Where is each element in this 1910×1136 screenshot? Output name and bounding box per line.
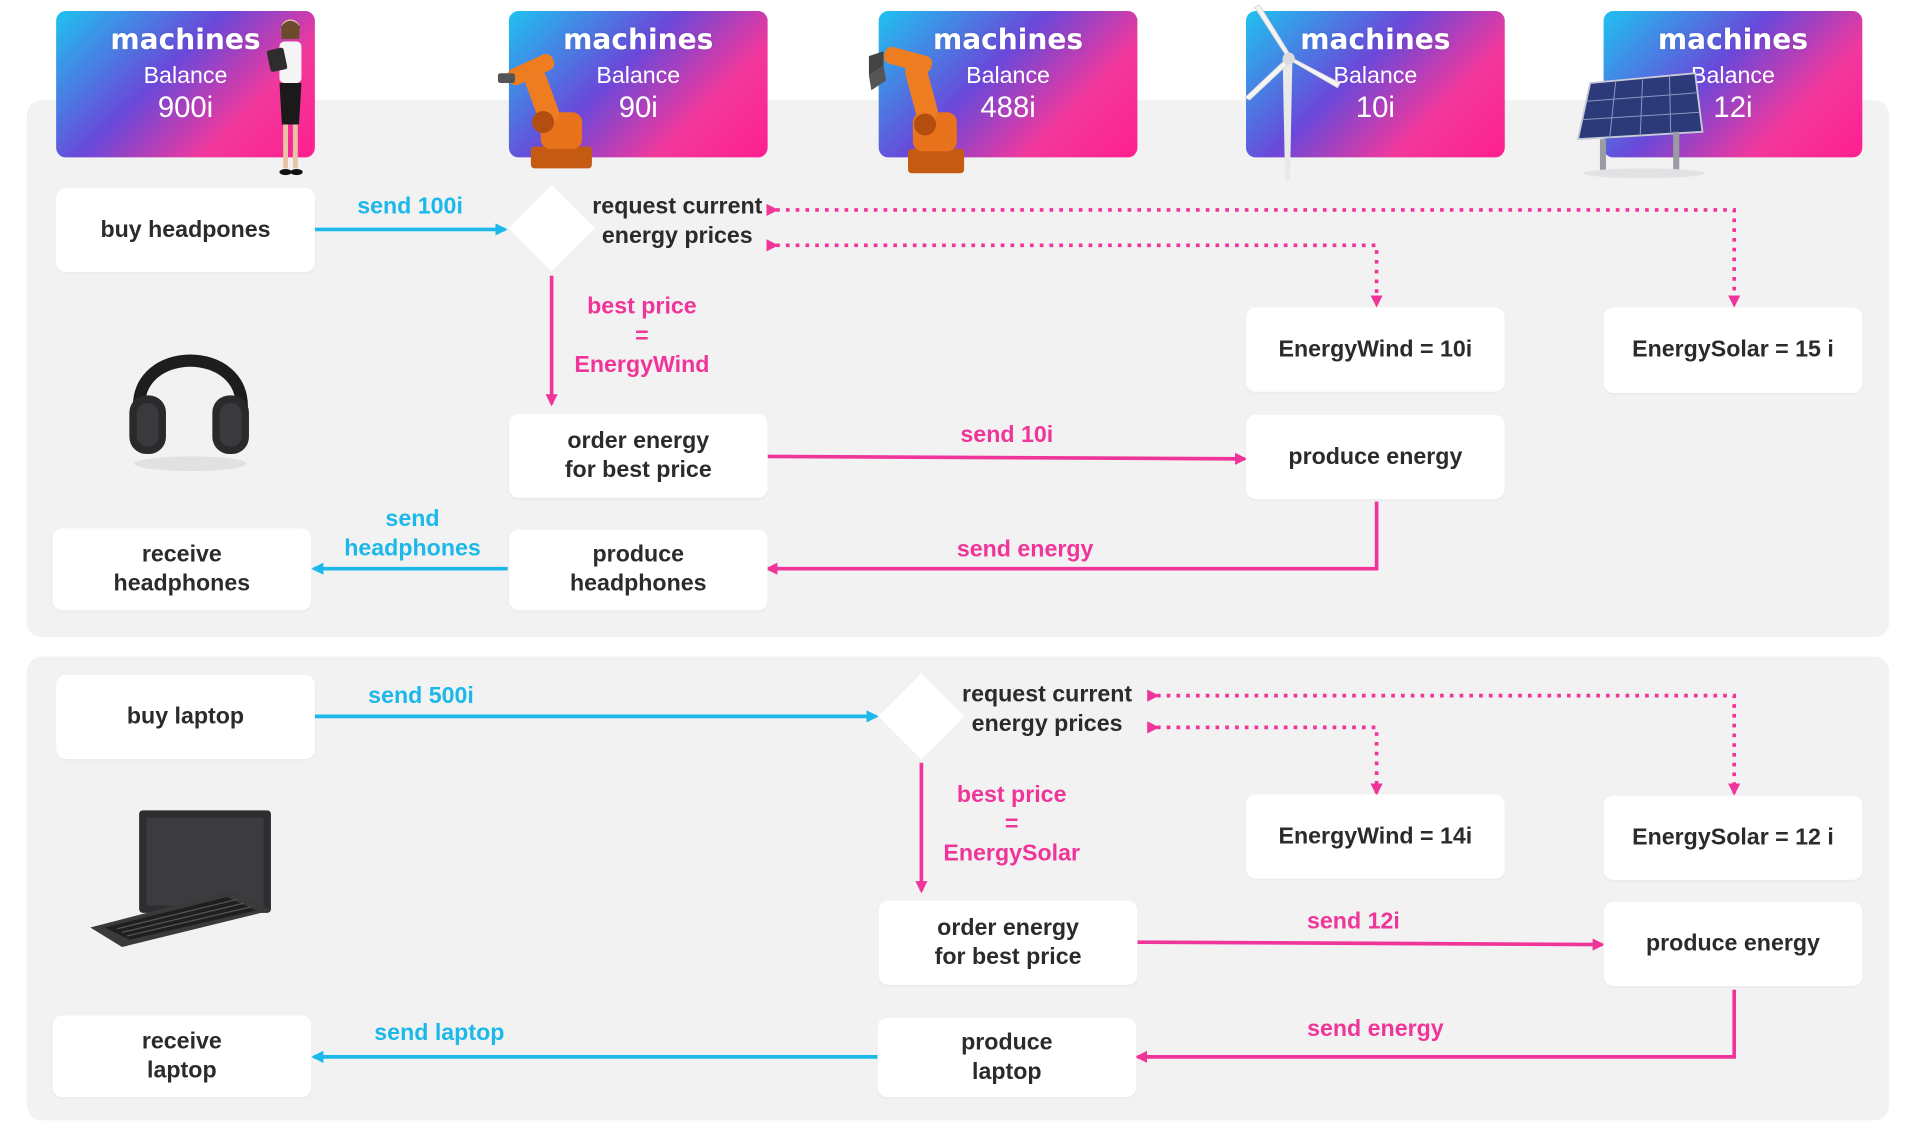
buy-headphones-box: buy headpones — [56, 187, 315, 273]
headphones-flow-panel — [26, 100, 1890, 638]
wind-turbine-icon — [1244, 4, 1341, 181]
send-energy-payment-label: send 10i — [960, 422, 1054, 448]
machines-brand: machines — [1657, 24, 1809, 57]
send-product-label: send headphones — [344, 506, 481, 562]
arrow-energy-to-production-2 — [1134, 989, 1737, 1063]
send-energy-payment-label: send 12i — [1307, 909, 1400, 935]
solar-panel-icon — [1576, 72, 1705, 179]
balance-value: 90i — [618, 91, 658, 125]
energy-wind-price-box: EnergyWind = 14i — [1246, 794, 1505, 879]
balance-label: Balance — [1691, 63, 1775, 90]
best-source-line: EnergyWind — [574, 352, 710, 379]
dotted-arrow-wind-query — [766, 239, 1383, 308]
send-energy-label: send energy — [1307, 1016, 1444, 1043]
machine-card-robot-2: machines Balance 488i — [878, 10, 1138, 158]
robot-arm-icon — [497, 53, 592, 169]
best-price-line: best price — [956, 782, 1067, 808]
machines-brand: machines — [1300, 24, 1451, 57]
equals-line: = — [1004, 811, 1019, 838]
machines-brand: machines — [110, 24, 261, 57]
laptop-icon — [90, 810, 271, 948]
balance-label: Balance — [966, 63, 1050, 90]
woman-with-tablet-icon — [266, 19, 303, 176]
balance-value: 488i — [980, 91, 1036, 125]
best-price-label: best price = EnergyWind — [557, 293, 728, 381]
balance-label: Balance — [596, 63, 681, 90]
balance-label: Balance — [143, 63, 228, 90]
receive-product-box: receive laptop — [52, 1015, 312, 1098]
receive-product-box: receive headphones — [52, 528, 312, 611]
send-product-label: send laptop — [374, 1020, 505, 1046]
best-price-line: best price — [587, 294, 697, 320]
produce-energy-box: produce energy — [1603, 901, 1863, 987]
energy-solar-price-box: EnergySolar = 12 i — [1603, 795, 1863, 880]
dotted-arrow-solar-query-2 — [1147, 689, 1741, 796]
energy-wind-price-box: EnergyWind = 10i — [1246, 307, 1505, 392]
balance-value: 10i — [1355, 91, 1395, 125]
dotted-arrow-wind-query-2 — [1147, 721, 1383, 796]
equals-line: = — [635, 323, 649, 350]
machine-card-robot-1: machines Balance 90i — [508, 10, 768, 158]
energy-solar-price-box: EnergySolar = 15 i — [1603, 307, 1863, 393]
robot-gripper-icon — [868, 46, 965, 174]
arrow-order-to-produce-energy — [767, 452, 1248, 465]
balance-value: 900i — [157, 91, 214, 125]
machines-brand: machines — [932, 24, 1084, 57]
best-source-line: EnergySolar — [943, 840, 1081, 867]
produce-product-box: produce laptop — [877, 1017, 1137, 1098]
machine-card-buyer: machines Balance 900i — [56, 10, 315, 158]
order-energy-box: order energy for best price — [878, 900, 1138, 985]
order-energy-box: order energy for best price — [508, 413, 768, 498]
machines-brand: machines — [563, 24, 714, 57]
buy-laptop-box: buy laptop — [56, 674, 315, 760]
produce-product-box: produce headphones — [508, 529, 768, 611]
send-payment-label: send 100i — [357, 194, 463, 220]
send-payment-label: send 500i — [368, 683, 474, 710]
dotted-arrow-solar-query — [766, 203, 1741, 308]
arrow-energy-to-production — [765, 501, 1379, 575]
balance-label: Balance — [1333, 63, 1418, 90]
send-energy-label: send energy — [956, 536, 1094, 563]
request-energy-prices-text: request current energy prices — [962, 682, 1133, 738]
arrow-order-to-produce-energy-2 — [1137, 938, 1605, 951]
best-price-label: best price = EnergySolar — [926, 781, 1097, 869]
headphones-icon — [129, 354, 249, 472]
request-energy-prices-text: request current energy prices — [592, 194, 763, 249]
balance-value: 12i — [1713, 91, 1753, 125]
produce-energy-box: produce energy — [1246, 414, 1505, 500]
